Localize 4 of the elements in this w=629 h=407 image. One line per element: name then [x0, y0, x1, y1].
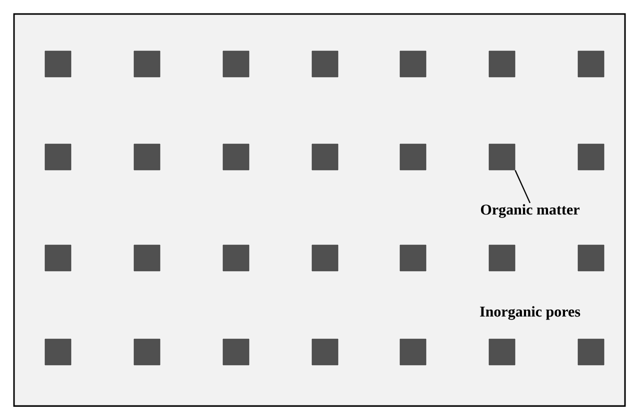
label-text: Inorganic pores [480, 306, 580, 320]
leader-line [514, 170, 531, 204]
label-text: Organic matter [480, 204, 580, 218]
organic-matter-square [488, 144, 516, 170]
